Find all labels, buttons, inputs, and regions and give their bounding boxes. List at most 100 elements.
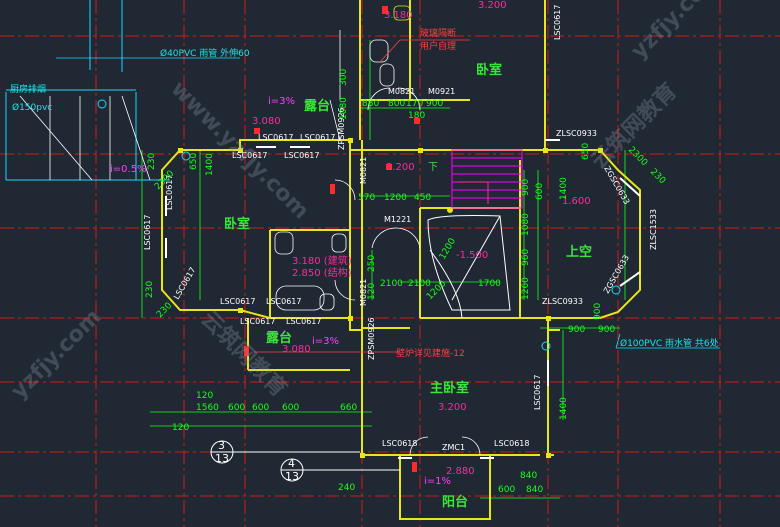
- dim-900d: 900: [598, 325, 615, 335]
- stair-marker: [447, 207, 453, 213]
- dim-120b: 120: [367, 283, 377, 300]
- axis-4-bottom: 13: [285, 470, 299, 483]
- door-m0821-v2: M0821: [359, 279, 368, 306]
- level-bath-structure: 2.850 (结构): [292, 266, 352, 279]
- note-slope-top: i=3%: [268, 96, 295, 107]
- room-terrace-top: 露台: [304, 98, 330, 114]
- note-pipe-right: Ø100PVC 雨水管 共6处: [620, 337, 719, 349]
- room-master-bedroom: 主卧室: [430, 380, 469, 396]
- dim-170: 170: [406, 99, 423, 109]
- window-lsc0617-c: LSC0617: [232, 151, 267, 160]
- window-lsc0617-h: LSC0617: [286, 317, 321, 326]
- door-m0921: M0921: [428, 87, 455, 96]
- dim-120c: 120: [196, 391, 213, 401]
- door-m0821-a: M0821: [388, 87, 415, 96]
- note-slope-bottom: i=3%: [312, 336, 339, 347]
- pipes: [5, 0, 621, 351]
- note-hall-down: 下: [428, 162, 438, 173]
- room-bedroom-top: 卧室: [476, 62, 502, 78]
- dim-900e: 900: [593, 303, 603, 320]
- window-lsc0617-b: LSC0617: [300, 133, 335, 142]
- window-lsc0617-left: LSC0617: [165, 175, 174, 210]
- note-pipe-left: Ø150pvc: [12, 102, 52, 113]
- dim-1400b: 1400: [559, 177, 569, 200]
- window-zlsc0933-top: ZLSC0933: [556, 129, 597, 138]
- note-railing: 壁炉详见建施-12: [396, 347, 465, 359]
- roof-lines: [19, 30, 341, 181]
- dim-2100: 2100: [408, 279, 431, 289]
- window-lsc0617-left3: LSC0617: [172, 266, 198, 301]
- dimension-lines: [141, 40, 626, 499]
- axis-4-top: 4: [288, 457, 295, 470]
- window-lsc0617-master: LSC0617: [533, 375, 542, 410]
- red-callout-lines: [254, 39, 470, 353]
- dim-1200: 1200: [384, 193, 407, 203]
- level-bath-building: 3.180 (建筑): [292, 254, 352, 267]
- dim-1400: 1400: [205, 153, 215, 176]
- dim-600b: 600: [228, 403, 245, 413]
- dim-300: 300: [339, 69, 349, 86]
- axis-3-top: 3: [218, 439, 225, 452]
- section-marker-3: [210, 440, 360, 464]
- window-lsc0618-b: LSC0618: [494, 439, 529, 448]
- svg-text:yzfjy.com: yzfjy.com: [7, 305, 107, 405]
- room-stair-void: 上空: [566, 244, 592, 260]
- dim-840b: 840: [520, 471, 537, 481]
- dim-600c: 600: [252, 403, 269, 413]
- level-balcony: 2.880: [446, 466, 475, 477]
- window-lsc0617-d: LSC0617: [284, 151, 319, 160]
- dim-600d: 600: [282, 403, 299, 413]
- door-zpsm-b: ZPSM0926: [367, 317, 376, 360]
- dim-900b: 900: [521, 179, 531, 196]
- dim-880: 880: [362, 99, 379, 109]
- window-lsc0617-e: LSC0617: [220, 297, 255, 306]
- room-bedroom-left: 卧室: [224, 216, 250, 232]
- dim-900c: 900: [568, 325, 585, 335]
- doors: [334, 87, 481, 456]
- note-glass-partition: 玻璃隔断: [420, 27, 456, 39]
- dim-240: 240: [338, 483, 355, 493]
- door-zmc1: ZMC1: [442, 443, 465, 452]
- dim-600: 600: [535, 183, 545, 200]
- dim-650: 650: [189, 153, 199, 170]
- callout-lines: [56, 57, 720, 349]
- axis-3-bottom: 13: [215, 452, 229, 465]
- dim-900: 900: [426, 99, 443, 109]
- level-terrace-top: 3.080: [252, 116, 281, 127]
- dim-800: 800: [388, 99, 405, 109]
- svg-text:yzfjy.com: yzfjy.com: [627, 0, 727, 64]
- dim-1080b: 1080: [521, 213, 531, 236]
- dim-2100b: 2100: [380, 279, 403, 289]
- level-master: 3.200: [438, 402, 467, 413]
- note-owner: 用户自理: [420, 40, 456, 52]
- note-slope-balcony: i=1%: [424, 476, 451, 487]
- dim-450: 450: [414, 193, 431, 203]
- window-zlsc0933-bottom: ZLSC0933: [542, 297, 583, 306]
- level-hall: 3.200: [386, 162, 415, 173]
- dim-250: 250: [367, 255, 377, 272]
- note-pipe-top: Ø40PVC 雨管 外伸60: [160, 47, 250, 59]
- window-lsc0617-left2: LSC0617: [143, 215, 152, 250]
- dim-660: 660: [340, 403, 357, 413]
- curved-void: [427, 215, 511, 319]
- dim-1080: 1080: [339, 97, 349, 120]
- dim-230b: 230: [145, 281, 155, 298]
- dim-600e: 600: [498, 485, 515, 495]
- staircase: [451, 149, 523, 209]
- level-void: 1.600: [562, 196, 591, 207]
- room-balcony: 阳台: [442, 494, 468, 510]
- dim-230d: 230: [648, 167, 667, 186]
- window-lsc0618-a: LSC0618: [382, 439, 417, 448]
- dim-840: 840: [526, 485, 543, 495]
- window-lsc0617-top: LSC0617: [553, 5, 562, 40]
- window-lsc0617-a: LSC0617: [258, 133, 293, 142]
- room-terrace-bottom: 露台: [266, 330, 292, 346]
- window-lsc0617-g: LSC0617: [240, 317, 275, 326]
- dim-650b: 650: [581, 143, 591, 160]
- dim-1400c: 1400: [559, 397, 569, 420]
- walls: [161, 0, 641, 520]
- door-m0821-v: M0821: [359, 157, 368, 184]
- section-marker-4: [280, 458, 400, 482]
